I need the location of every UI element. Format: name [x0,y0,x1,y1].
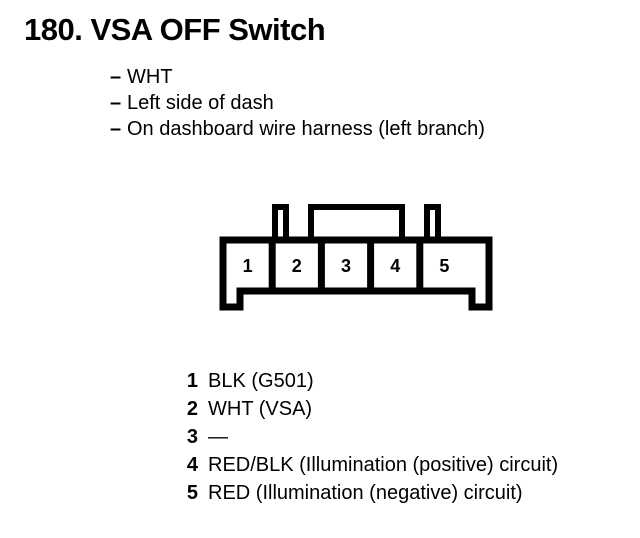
bullet-dash-icon: – [110,92,122,114]
pin-number: 5 [186,482,198,504]
connector-housing [219,236,493,311]
cavity-number-4: 4 [390,256,400,276]
pin-legend-row: 2 WHT (VSA) [178,395,558,423]
connector-outline: 1 2 3 4 5 [219,204,493,311]
pin-legend-row: 4 RED/BLK (Illumination (positive) circui… [178,451,558,479]
pin-number: 1 [186,370,198,392]
description-item-text: WHT [127,66,173,88]
pin-description: RED (Illumination (negative) circuit) [208,482,523,504]
pin-description: BLK (G501) [208,370,314,392]
cavity-number-1: 1 [243,256,253,276]
pin-number: 4 [186,454,198,476]
cavity-dividers [268,240,424,291]
pin-number: 3 [186,426,198,448]
pin-number: 2 [186,398,198,420]
right-alignment-tab [424,204,441,240]
pin-legend-row: 5 RED (Illumination (negative) circuit) [178,479,558,507]
pin-description: RED/BLK (Illumination (positive) circuit… [208,454,559,476]
left-alignment-tab [272,204,289,240]
description-item: –On dashboard wire harness (left branch) [110,116,485,142]
pin-legend-row: 3— [178,423,558,451]
center-lock-tab [308,204,405,240]
description-item-text: On dashboard wire harness (left branch) [127,118,485,140]
bullet-dash-icon: – [110,118,122,140]
description-list: –WHT –Left side of dash –On dashboard wi… [110,64,485,142]
page-title: 180. VSA OFF Switch [24,12,326,47]
cavity-number-3: 3 [341,256,351,276]
pin-legend-row: 1 BLK (G501) [178,367,558,395]
bullet-dash-icon: – [110,66,122,88]
description-item: –WHT [110,64,485,90]
description-item-text: Left side of dash [127,92,274,114]
cavity-number-5: 5 [439,256,449,276]
cavity-number-2: 2 [292,256,302,276]
pin-description: WHT (VSA) [208,398,313,420]
description-item: –Left side of dash [110,90,485,116]
pin-description: — [208,426,228,448]
connector-diagram: 1 2 3 4 5 [216,203,496,319]
